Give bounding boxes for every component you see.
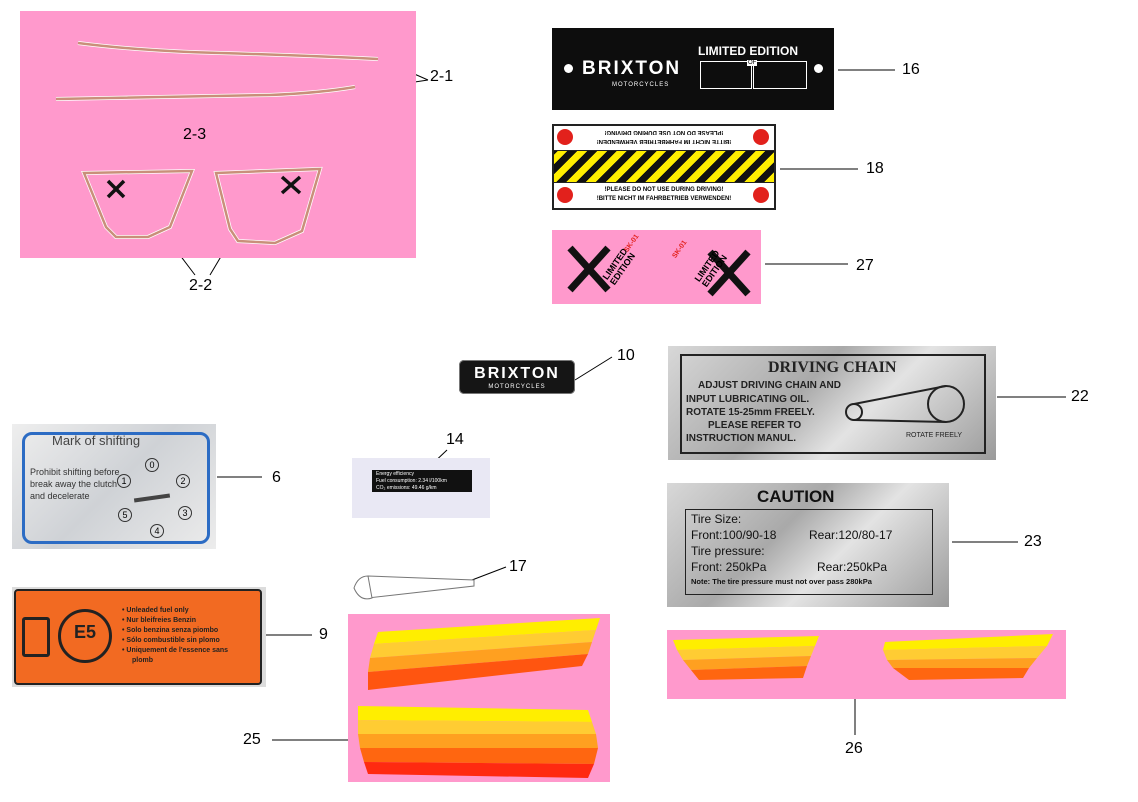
chain-line-4: PLEASE REFER TO	[708, 420, 802, 431]
energy-line-3: CO₂ emissions: 49.46 g/km	[376, 485, 437, 491]
fuel-line-4: • Uniquement de l'essence sans	[122, 647, 229, 654]
caution-note: Note: The tire pressure must not over pa…	[691, 577, 872, 586]
item-2-stripes-drawing	[55, 41, 379, 246]
chain-line-3: ROTATE 15-25mm FREELY.	[686, 407, 815, 418]
plate-hole-left	[564, 64, 573, 73]
callout-25: 25	[243, 731, 261, 748]
item-23-caution-tire-label: CAUTION Tire Size: Front:100/90-18 Rear:…	[667, 483, 949, 607]
callout-18: 18	[866, 160, 884, 177]
fuel-line-1: • Nur bleifreies Benzin	[122, 617, 197, 624]
chain-title: DRIVING CHAIN	[768, 359, 897, 376]
item-27-limited-edition-stickers: LIMITED EDITION LIMITED EDITION SK-01 SK…	[552, 230, 761, 304]
callout-23: 23	[1024, 533, 1042, 550]
caution-frame	[685, 509, 933, 595]
shift-body-3: and decelerate	[30, 491, 90, 501]
plate-box-1	[700, 61, 752, 89]
plate-box-2	[753, 61, 807, 89]
fuel-line-5: plomb	[132, 657, 153, 664]
callout-6: 6	[272, 469, 281, 486]
item-16-limited-edition-plate: BRIXTON MOTORCYCLES LIMITED EDITION OF	[552, 28, 834, 110]
callout-22: 22	[1071, 388, 1089, 405]
plate-of: OF	[747, 60, 758, 66]
chain-sprocket-icon	[845, 385, 965, 423]
tire-pressure-front: Front: 250kPa	[691, 560, 767, 574]
plate-title: LIMITED EDITION	[698, 44, 798, 58]
plate-brand: BRIXTON	[582, 58, 682, 79]
item-17-rod	[353, 575, 475, 600]
hazard-stripe	[554, 151, 774, 182]
no-use-icon	[557, 187, 573, 203]
item-22-driving-chain-label: DRIVING CHAIN ADJUST DRIVING CHAIN AND I…	[668, 346, 996, 460]
callout-14: 14	[446, 431, 464, 448]
energy-line-1: Energy efficiency	[376, 471, 414, 477]
warning-bottom-line-2: !BITTE NICHT IM FAHRBETRIEB VERWENDEN!	[596, 196, 732, 202]
item-10-brixton-emblem: BRIXTON MOTORCYCLES	[459, 360, 575, 394]
chain-rotate-freely: ROTATE FREELY	[906, 432, 963, 439]
tire-pressure-rear: Rear:250kPa	[817, 560, 888, 574]
warning-top-line-2: !BITTE NICHT IM FAHRBETRIEB VERWENDEN!	[596, 138, 732, 144]
plate-hole-right	[814, 64, 823, 73]
no-use-icon	[753, 187, 769, 203]
chain-line-1: ADJUST DRIVING CHAIN AND	[698, 380, 841, 391]
chain-line-2: INPUT LUBRICATING OIL.	[686, 394, 810, 405]
emblem-brand: BRIXTON	[474, 365, 560, 382]
no-use-icon	[557, 129, 573, 145]
callout-2-1: 2-1	[430, 68, 454, 85]
no-use-icon	[753, 129, 769, 145]
callout-9: 9	[319, 626, 328, 643]
warning-bottom-line-1: !PLEASE DO NOT USE DURING DRIVING!	[604, 187, 724, 193]
stripe-decals-small-drawing	[673, 634, 1053, 680]
gear-4: 4	[150, 524, 164, 538]
item-14-energy-label: Energy efficiency Fuel consumption: 2.34…	[352, 458, 490, 518]
warning-bottom: !PLEASE DO NOT USE DURING DRIVING! !BITT…	[554, 182, 774, 207]
callout-26: 26	[845, 740, 863, 757]
chain-line-5: INSTRUCTION MANUL.	[686, 433, 796, 444]
gear-2: 2	[176, 474, 190, 488]
callout-27: 27	[856, 257, 874, 274]
gear-0: 0	[145, 458, 159, 472]
fuel-label-body: E5 • Unleaded fuel only • Nur bleifreies…	[14, 589, 262, 685]
warning-top-line-1: !PLEASE DO NOT USE DURING DRIVING!	[604, 129, 724, 135]
item-25-stripe-decals	[348, 614, 610, 782]
chain-frame	[680, 354, 986, 454]
callout-10: 10	[617, 347, 635, 364]
fuel-badge: E5	[73, 622, 97, 642]
tire-size-front: Front:100/90-18	[691, 528, 777, 542]
item-18-warning-sticker: !PLEASE DO NOT USE DURING DRIVING! !BITT…	[552, 124, 776, 210]
fuel-line-0: • Unleaded fuel only	[122, 607, 189, 614]
plate-sub: MOTORCYCLES	[612, 82, 670, 88]
fuel-pump-icon	[22, 617, 50, 657]
callout-17: 17	[509, 558, 527, 575]
gear-5: 5	[118, 508, 132, 522]
gear-3: 3	[178, 506, 192, 520]
caution-title: CAUTION	[757, 487, 835, 506]
item-9-fuel-label: E5 • Unleaded fuel only • Nur bleifreies…	[12, 587, 266, 687]
item-26-stripe-decals	[667, 630, 1066, 699]
warning-top: !PLEASE DO NOT USE DURING DRIVING! !BITT…	[554, 126, 774, 151]
callout-2-3: 2-3	[183, 126, 207, 143]
callout-16: 16	[902, 61, 920, 78]
shift-body-2: break away the clutch	[30, 479, 118, 489]
shift-body-1: Prohibit shifting before	[30, 467, 120, 477]
callout-2-2: 2-2	[189, 277, 213, 294]
shift-frame	[22, 432, 210, 544]
fuel-badge-circle	[58, 609, 112, 663]
tire-size-label: Tire Size:	[691, 512, 742, 526]
tire-size-rear: Rear:120/80-17	[809, 528, 893, 542]
item-2-stripes-panel	[20, 11, 416, 258]
energy-line-2: Fuel consumption: 2.34 l/100km	[376, 478, 447, 484]
item-6-mark-of-shifting: Mark of shifting Prohibit shifting befor…	[12, 424, 216, 549]
tire-pressure-label: Tire pressure:	[691, 544, 765, 558]
shift-title: Mark of shifting	[52, 433, 141, 448]
fuel-line-3: • Sólo combustible sin plomo	[122, 637, 220, 644]
fuel-line-2: • Solo benzina senza piombo	[122, 627, 219, 634]
gear-1: 1	[117, 474, 131, 488]
emblem-sub: MOTORCYCLES	[488, 384, 546, 390]
stripe-decals-drawing	[358, 618, 600, 778]
x-marks	[567, 245, 751, 297]
energy-strip: Energy efficiency Fuel consumption: 2.34…	[372, 470, 472, 492]
